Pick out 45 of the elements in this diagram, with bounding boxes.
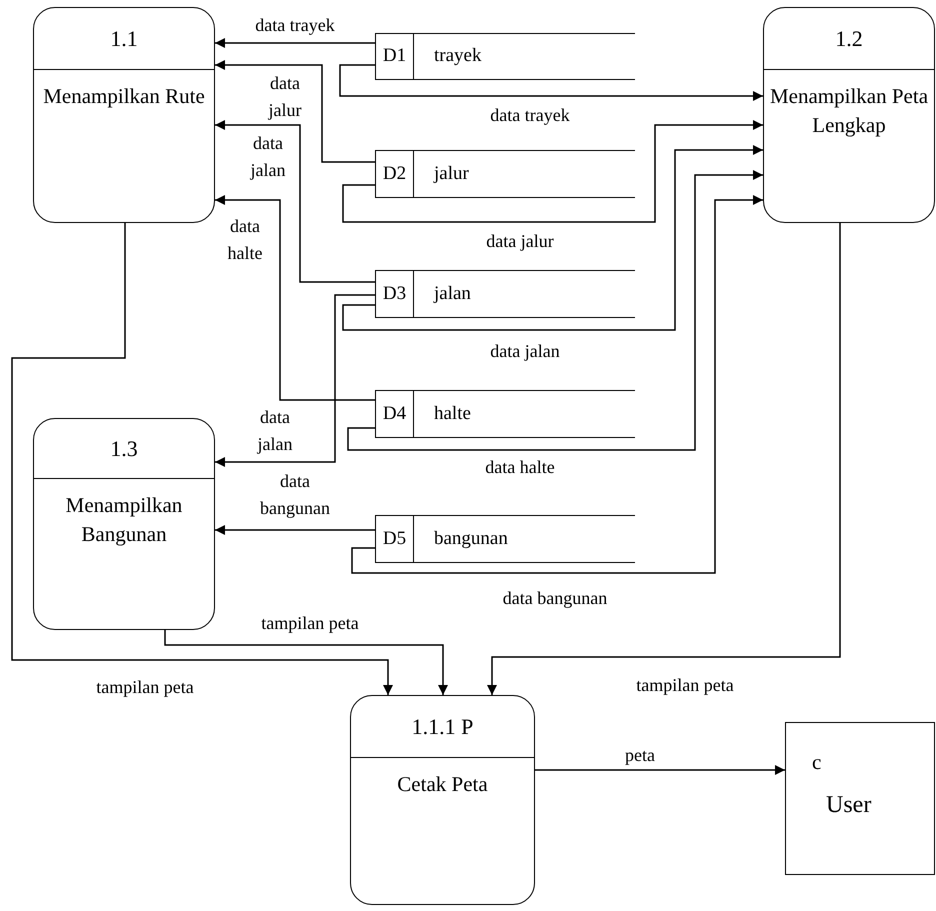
process-number: 1.1	[110, 25, 138, 53]
data-flow-arrow	[351, 195, 763, 574]
data-flow-arrow	[215, 60, 375, 163]
data-flow-arrow	[215, 525, 375, 535]
data-store	[375, 270, 635, 318]
data-store	[375, 390, 635, 438]
process-number: 1.2	[835, 25, 863, 53]
data-flow-arrow	[11, 223, 393, 695]
store-name: jalan	[434, 282, 471, 306]
process-box	[350, 695, 535, 905]
process-name: Menampilkan Peta Lengkap	[768, 83, 930, 140]
data-flow-arrow	[215, 195, 375, 401]
store-name: bangunan	[434, 526, 508, 551]
data-flow-arrow	[339, 64, 763, 101]
store-id: D1	[382, 44, 406, 68]
entity-code: c	[812, 749, 822, 776]
store-id: D4	[382, 402, 406, 426]
data-flow-arrow	[215, 294, 375, 467]
data-store	[375, 150, 635, 198]
data-store	[375, 515, 635, 563]
process-name: Cetak Peta	[396, 771, 489, 798]
store-name: trayek	[434, 44, 482, 68]
process-box	[33, 418, 215, 630]
data-flow-arrow	[215, 38, 375, 48]
process-box	[33, 7, 215, 223]
process-number: 1.3	[110, 435, 138, 463]
data-store	[375, 33, 635, 80]
process-name: Menampilkan Rute	[42, 83, 206, 110]
store-name: jalur	[434, 162, 469, 186]
store-name: halte	[434, 402, 471, 426]
process-number: 1.1.1 P	[412, 713, 474, 741]
process-box	[763, 7, 935, 223]
data-flow-arrow	[342, 145, 763, 331]
external-entity-box	[785, 722, 935, 875]
data-flow-arrow	[487, 223, 841, 695]
data-flow-arrow	[164, 630, 448, 695]
data-flow-arrow	[535, 765, 785, 775]
process-name: Menampilkan Bangunan	[64, 492, 184, 548]
store-id: D3	[382, 282, 406, 306]
data-flow-arrow	[342, 120, 763, 223]
store-id: D5	[382, 526, 406, 551]
data-flow-arrow	[347, 170, 763, 451]
store-id: D2	[382, 162, 406, 186]
data-flow-arrow	[215, 120, 375, 283]
entity-name: User	[826, 791, 872, 820]
